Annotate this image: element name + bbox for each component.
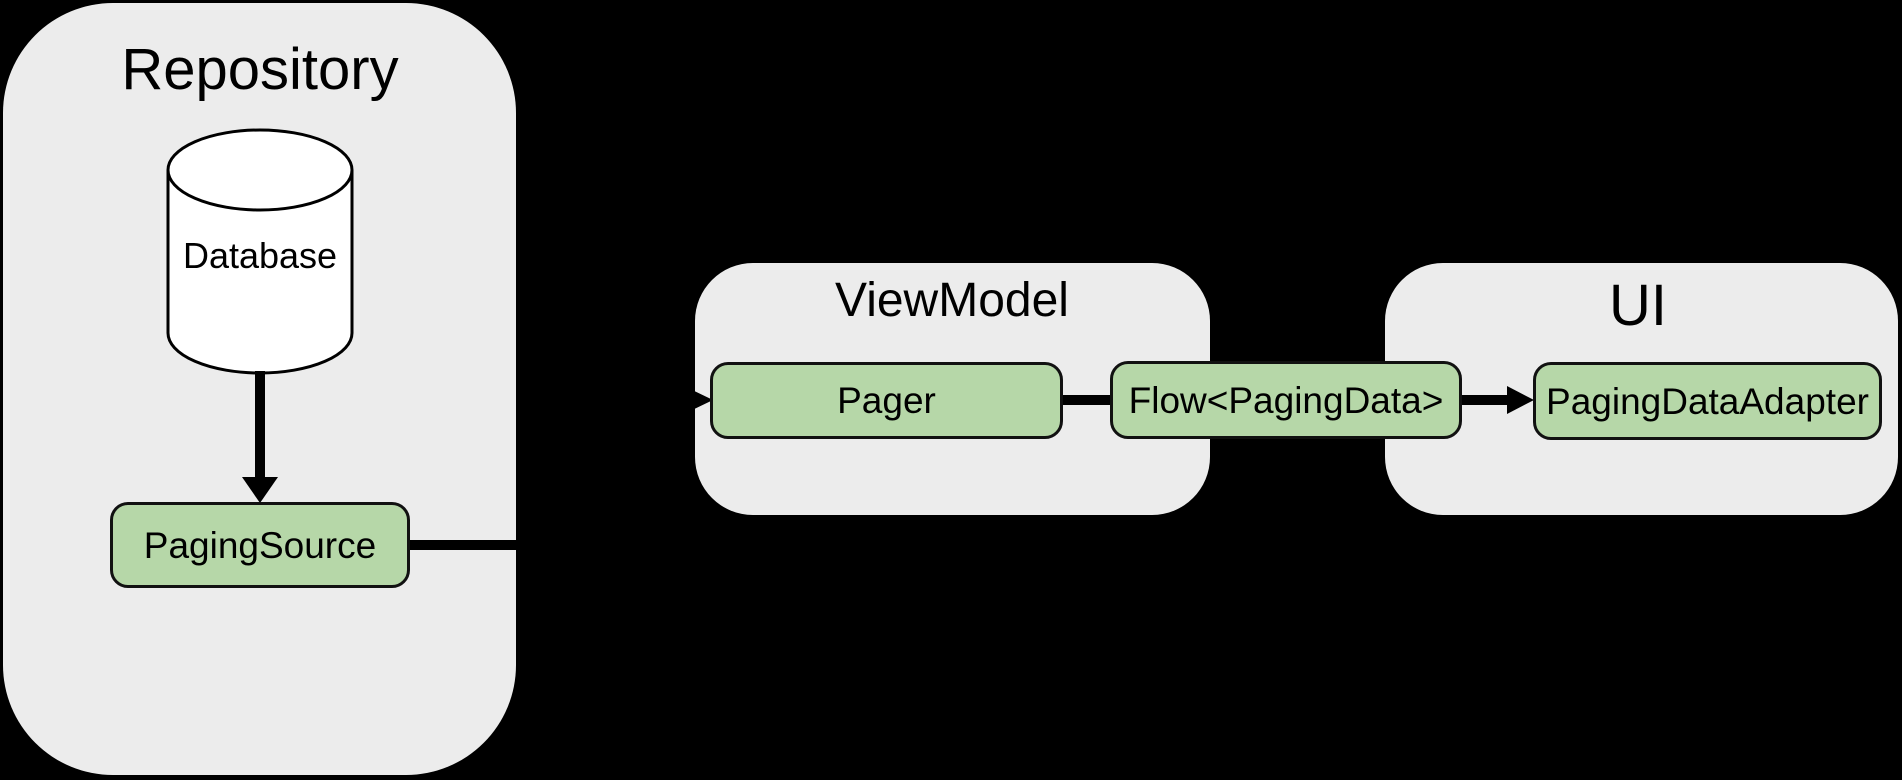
- paging-data-adapter-node: PagingDataAdapter: [1533, 362, 1882, 440]
- flow-paging-data-node: Flow<PagingData>: [1110, 361, 1462, 439]
- repository-title: Repository: [121, 37, 399, 102]
- flow-paging-data-label: Flow<PagingData>: [1128, 379, 1444, 421]
- paging-source-node: PagingSource: [110, 502, 410, 588]
- database-label: Database: [182, 235, 338, 276]
- viewmodel-title: ViewModel: [835, 274, 1069, 327]
- database-cylinder-top: [166, 128, 354, 212]
- ui-title: UI: [1609, 273, 1667, 338]
- paging-data-adapter-label: PagingDataAdapter: [1546, 380, 1869, 422]
- pager-node: Pager: [710, 362, 1063, 439]
- pager-label: Pager: [837, 380, 936, 421]
- paging-source-label: PagingSource: [143, 524, 377, 566]
